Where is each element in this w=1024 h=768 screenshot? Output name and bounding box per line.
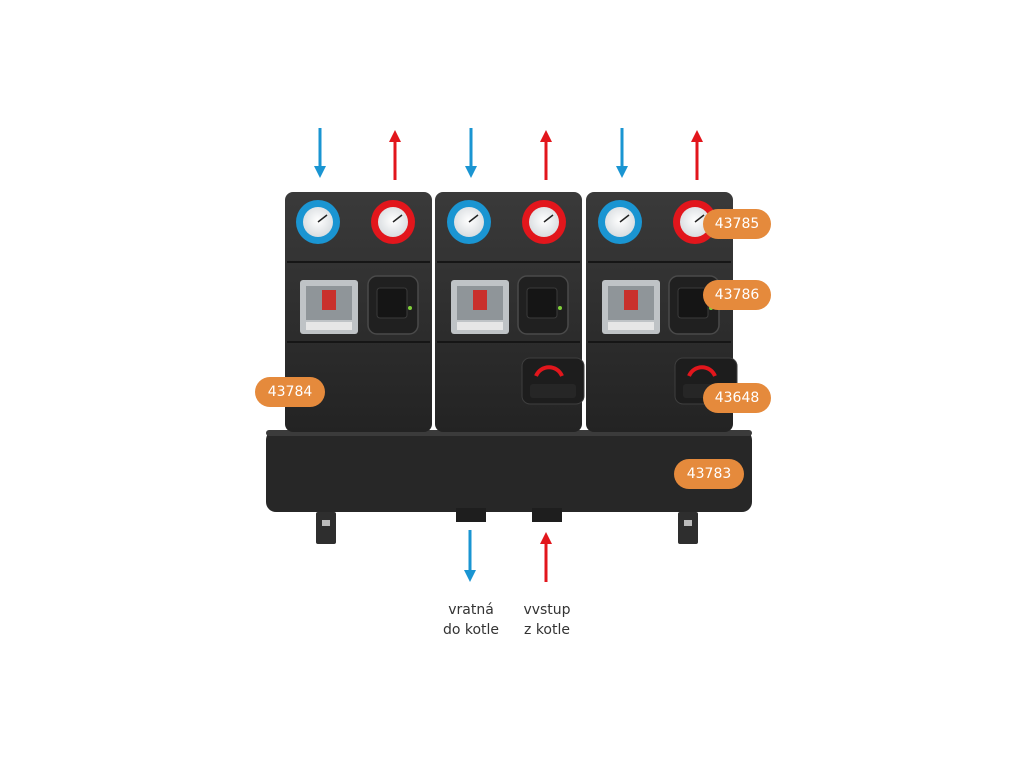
badge-actuator: 43648	[703, 383, 771, 413]
controller-window-3	[602, 280, 660, 334]
gauge-cold-2	[447, 200, 491, 244]
actuator-2	[521, 357, 585, 405]
manifold-body	[266, 430, 752, 512]
wall-bracket-right	[678, 512, 698, 544]
controller-window-2	[451, 280, 509, 334]
caption-return-line2: do kotle	[442, 622, 500, 638]
badge-gauges: 43785	[703, 209, 771, 239]
caption-return-line1: vratná	[448, 602, 494, 618]
badge-module: 43784	[255, 377, 325, 407]
caption-return: vratná do kotle	[421, 600, 521, 640]
top-flow-arrows	[314, 128, 703, 180]
caption-supply-line2: z kotle	[524, 622, 570, 638]
gauge-cold-1	[296, 200, 340, 244]
caption-supply-line1: vvstup	[523, 602, 571, 618]
module-3	[586, 192, 738, 432]
manifold-port-left	[456, 508, 486, 522]
gauge-hot-1	[371, 200, 415, 244]
gauge-cold-3	[598, 200, 642, 244]
controller-window-1	[300, 280, 358, 334]
badge-pump: 43786	[703, 280, 771, 310]
caption-supply: vvstup z kotle	[497, 600, 597, 640]
manifold-port-right	[532, 508, 562, 522]
manifold	[266, 430, 752, 544]
wall-bracket-left	[316, 512, 336, 544]
gauge-hot-2	[522, 200, 566, 244]
badge-manifold: 43783	[674, 459, 744, 489]
module-2	[435, 192, 585, 432]
module-1	[285, 192, 432, 432]
pump-2	[517, 275, 569, 335]
bottom-flow-arrows	[464, 530, 552, 582]
pump-1	[367, 275, 419, 335]
